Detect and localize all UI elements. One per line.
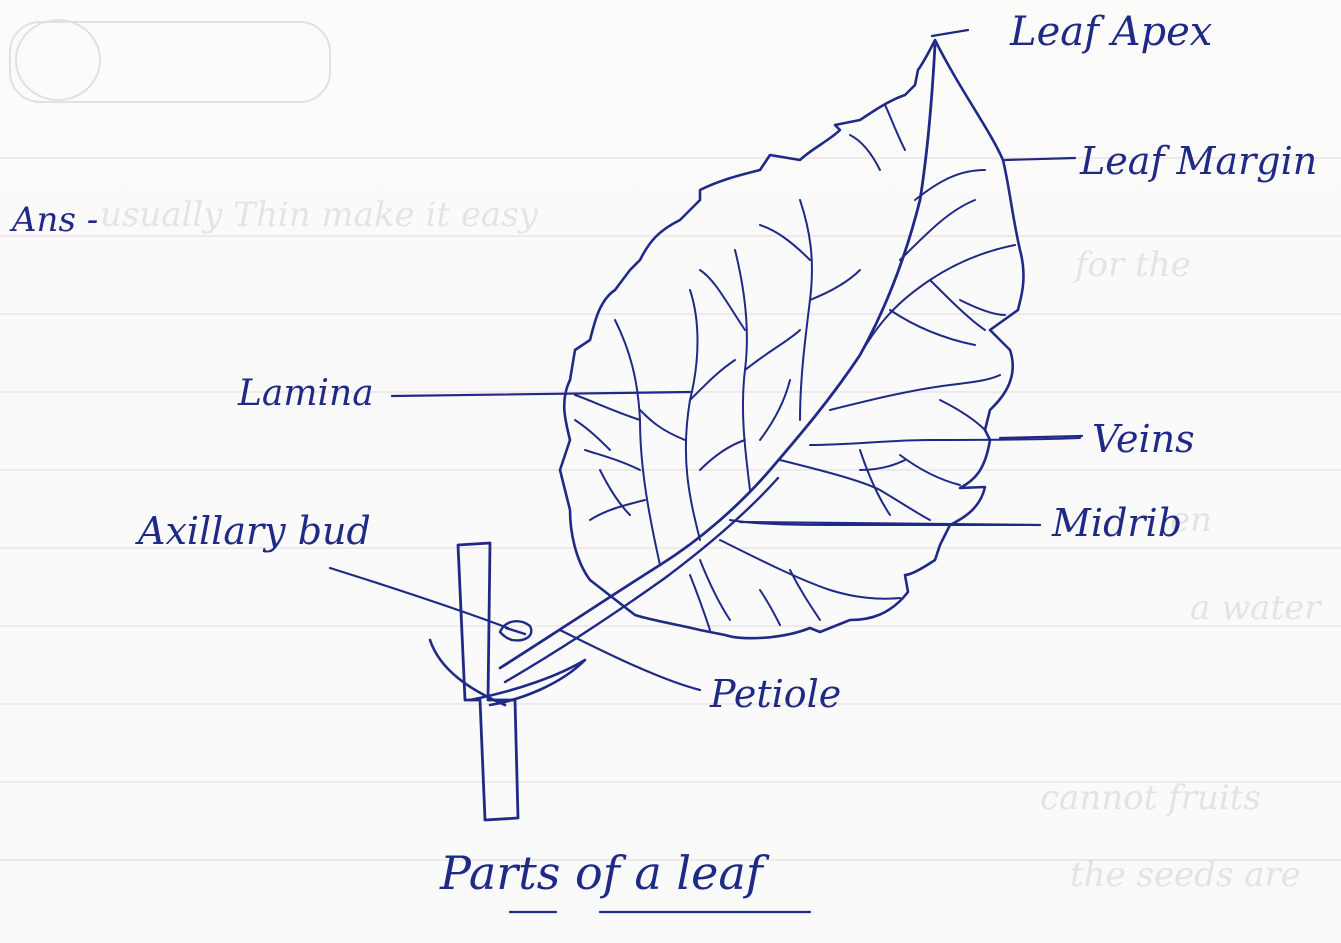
label-axillary-bud: Axillary bud bbox=[138, 512, 371, 550]
label-lamina: Lamina bbox=[238, 376, 374, 412]
leader-lines bbox=[330, 30, 1082, 690]
answer-prefix: Ans - bbox=[12, 203, 98, 237]
veins bbox=[575, 105, 1080, 630]
label-leaf-apex: Leaf Apex bbox=[1010, 12, 1212, 52]
label-midrib: Midrib bbox=[1052, 504, 1182, 542]
bleed-through-text: the seeds are bbox=[1070, 855, 1301, 895]
petiole-midrib bbox=[500, 45, 935, 668]
label-veins: Veins bbox=[1092, 420, 1195, 458]
leader-leaf-apex bbox=[932, 30, 968, 36]
leader-axillary-bud bbox=[330, 568, 508, 628]
bleed-through-text: a water bbox=[1190, 588, 1321, 628]
diagram-caption: Parts of a leaf bbox=[440, 850, 763, 896]
page-header-stamp bbox=[10, 20, 330, 102]
bleed-through-text: usually Thin make it easy bbox=[100, 195, 538, 235]
stem bbox=[458, 543, 518, 820]
stipule bbox=[430, 640, 585, 705]
bleed-through-text: cannot fruits bbox=[1040, 778, 1261, 818]
leader-petiole bbox=[560, 630, 700, 690]
bleed-through-text: for the bbox=[1075, 245, 1191, 285]
label-leaf-margin: Leaf Margin bbox=[1080, 142, 1317, 180]
label-petiole: Petiole bbox=[710, 675, 841, 713]
axillary-bud-drawing bbox=[500, 621, 531, 640]
petiole-lower-edge bbox=[505, 478, 778, 682]
